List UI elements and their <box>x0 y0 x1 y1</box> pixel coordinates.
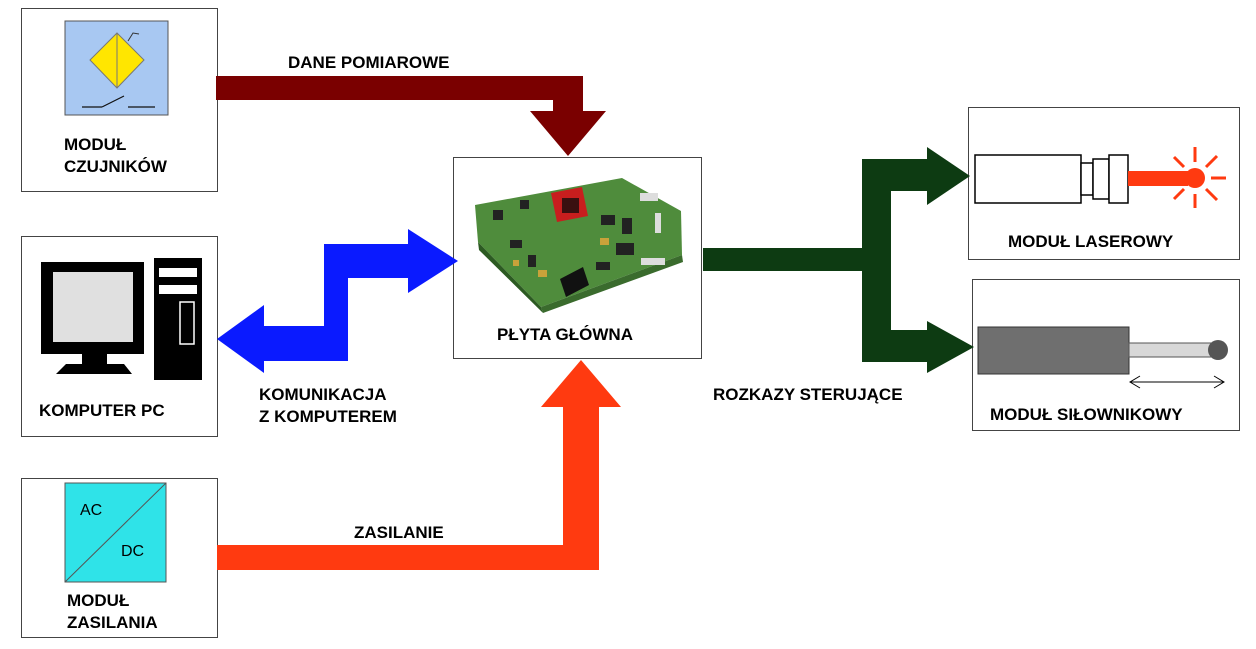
mainboard-label: PŁYTA GŁÓWNA <box>497 325 633 344</box>
sensor-icon <box>64 20 169 116</box>
control-arrow <box>703 147 974 373</box>
dc-label: DC <box>121 543 145 560</box>
circuit-board-image <box>475 178 683 313</box>
ac-dc-converter-icon <box>64 482 167 583</box>
sensor-module-label: MODUŁ CZUJNIKÓW <box>64 135 167 176</box>
power-arrow <box>217 360 621 570</box>
control-commands-label: ROZKAZY STERUJĄCE <box>713 385 903 404</box>
communication-arrow <box>217 229 458 373</box>
actuator-icon <box>977 326 1228 389</box>
communication-label: KOMUNIKACJA Z KOMPUTEREM <box>259 385 397 426</box>
power-module-label: MODUŁ ZASILANIA <box>67 591 158 632</box>
power-supply-label: ZASILANIE <box>354 523 444 542</box>
actuator-module-label: MODUŁ SIŁOWNIKOWY <box>990 405 1183 424</box>
laser-module-label: MODUŁ LASEROWY <box>1008 232 1174 251</box>
measurement-data-label: DANE POMIAROWE <box>288 53 450 72</box>
computer-icon <box>41 258 202 380</box>
laser-icon <box>974 147 1226 208</box>
ac-label: AC <box>80 502 103 519</box>
measurement-arrow <box>216 76 606 156</box>
pc-module-label: KOMPUTER PC <box>39 401 165 420</box>
